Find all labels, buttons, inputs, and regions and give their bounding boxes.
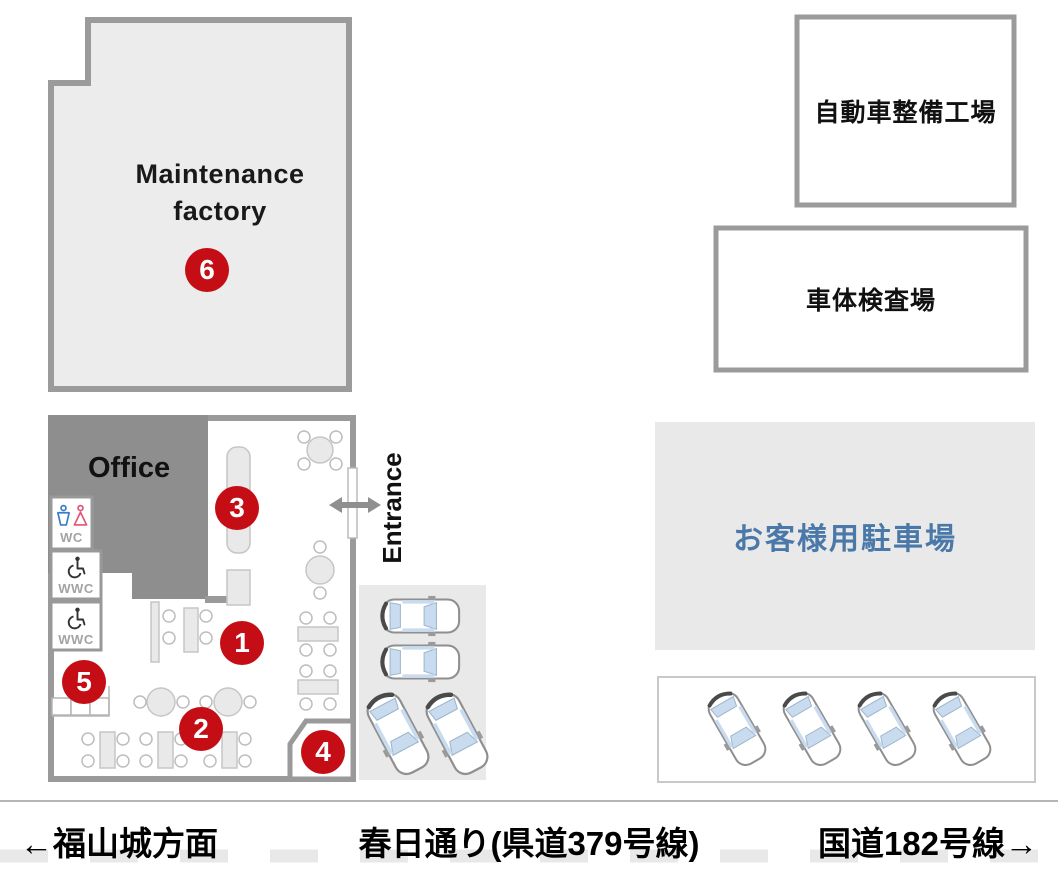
male-icon bbox=[56, 504, 70, 526]
entrance-parking-area bbox=[359, 585, 495, 780]
customer-parking-area bbox=[655, 422, 1035, 650]
entrance-door bbox=[329, 467, 381, 539]
badge-6: 6 bbox=[185, 248, 229, 292]
wheelchair-icon bbox=[67, 607, 86, 629]
wheelchair-icon bbox=[67, 556, 86, 578]
badge-4: 4 bbox=[301, 730, 345, 774]
visitor-parking-row-box bbox=[657, 676, 1036, 783]
entrance-label: Entrance bbox=[377, 452, 407, 564]
road-label-east: 国道182号線→ bbox=[817, 825, 1038, 862]
road bbox=[0, 800, 1058, 863]
road-label-street: 春日通り(県道379号線) bbox=[358, 825, 700, 862]
road-label-west: ←福山城方面 bbox=[20, 825, 218, 862]
wwc-room-2 bbox=[49, 600, 103, 652]
wwc-label: WWC bbox=[58, 580, 94, 596]
badge-2: 2 bbox=[179, 707, 223, 751]
repair-factory-box bbox=[794, 14, 1017, 208]
repair-factory-label: 自動車整備工場 bbox=[814, 99, 997, 127]
office-label: Office bbox=[88, 452, 171, 484]
car-icon bbox=[382, 642, 459, 682]
inspection-box bbox=[713, 225, 1029, 373]
wc-sign: WC bbox=[52, 499, 91, 548]
badge-3: 3 bbox=[215, 486, 259, 530]
maintenance-factory-label: Maintenance factory bbox=[135, 159, 305, 226]
wwc-sign-2: WWC bbox=[53, 604, 99, 648]
female-icon bbox=[73, 504, 87, 526]
customer-parking-label: お客様用駐車場 bbox=[733, 523, 957, 556]
wwc-room-1 bbox=[49, 549, 103, 601]
badge-5: 5 bbox=[62, 660, 106, 704]
car-icon bbox=[382, 596, 459, 636]
wwc-label: WWC bbox=[58, 631, 94, 647]
badge-1: 1 bbox=[220, 621, 264, 665]
entrance-door-arrow-icon bbox=[329, 497, 381, 513]
wc-label: WC bbox=[60, 529, 83, 545]
inspection-label: 車体検査場 bbox=[805, 287, 936, 315]
wwc-sign-1: WWC bbox=[53, 553, 99, 597]
maintenance-factory-building bbox=[48, 17, 352, 392]
